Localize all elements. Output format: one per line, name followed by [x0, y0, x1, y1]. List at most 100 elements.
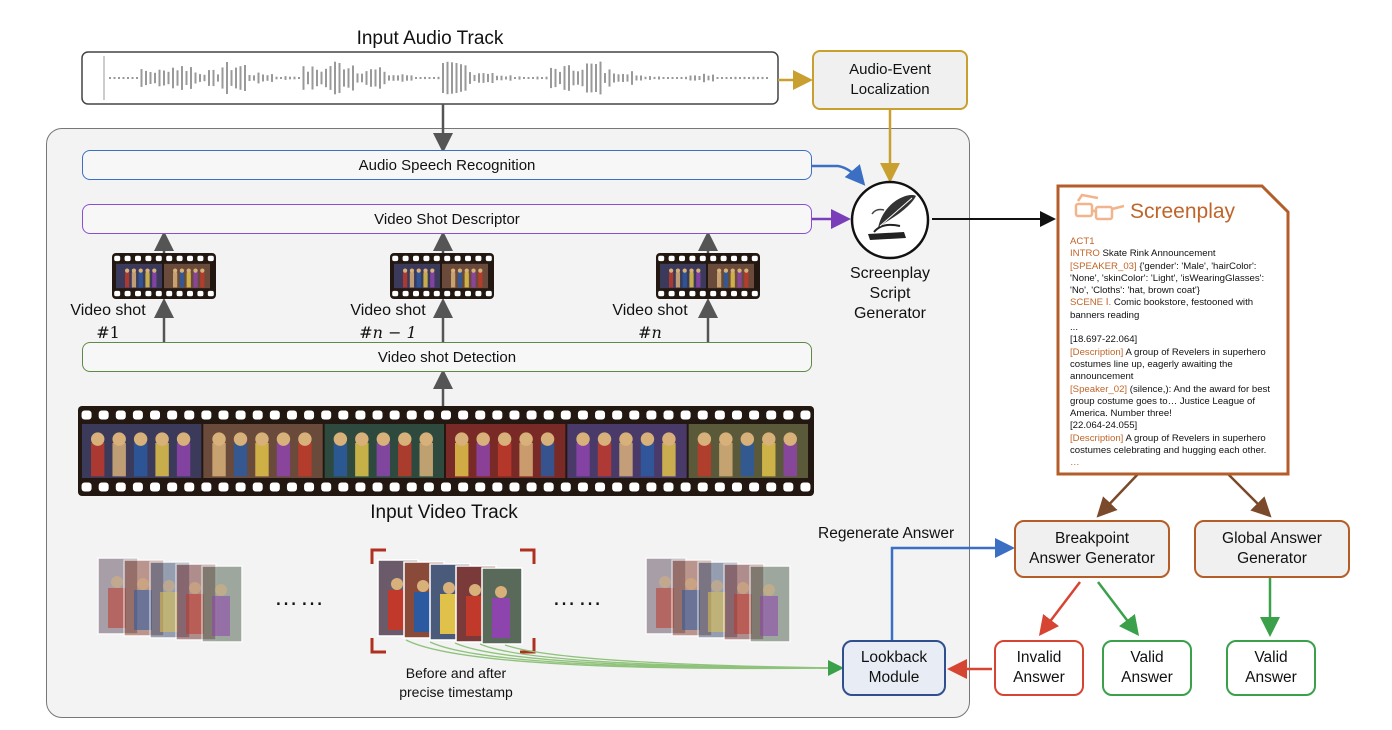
breakpoint-generator-label: Breakpoint Answer Generator: [1029, 530, 1155, 567]
stack-figure: [656, 588, 674, 628]
film-hole: [423, 255, 430, 262]
film-figure: [717, 272, 722, 288]
film-hole: [714, 410, 725, 420]
screenplay-text: ...: [1070, 322, 1078, 334]
film-figure-head: [640, 432, 655, 446]
audio-event-localization-box: Audio-Event Localization: [812, 50, 968, 110]
film-hole: [402, 290, 409, 297]
film-hole: [207, 255, 214, 262]
stack-figure: [186, 594, 204, 634]
film-hole: [252, 410, 263, 420]
film-hole: [252, 482, 263, 492]
stack-figure: [466, 596, 484, 636]
film-hole: [492, 482, 503, 492]
screenplay-line: SCENE Ⅰ. Comic bookstore, festooned with…: [1070, 297, 1280, 322]
arrow-asr-to-generator: [812, 164, 866, 186]
film-hole: [321, 482, 332, 492]
film-figure: [723, 272, 729, 288]
detection-label: Video shot Detection: [377, 348, 517, 366]
film-hole: [465, 290, 471, 297]
film-hole: [492, 410, 503, 420]
film-figure: [200, 272, 205, 288]
film-figure: [155, 442, 169, 477]
film-hole: [454, 290, 461, 297]
stack-figure: [160, 592, 178, 632]
stack-figure-head: [737, 582, 749, 594]
film-figure: [403, 272, 408, 288]
screenplay-tag: [Speaker_02]: [1070, 383, 1128, 395]
film-hole: [406, 482, 417, 492]
screenplay-text: (silence,): And the award for best group…: [1070, 383, 1270, 420]
film-hole: [697, 482, 708, 492]
film-figure: [689, 272, 694, 288]
film-hole: [699, 255, 706, 262]
film-hole: [526, 482, 537, 492]
film-hole: [167, 482, 178, 492]
film-figure: [416, 272, 421, 288]
asr-bar: Audio Speech Recognition: [82, 150, 812, 180]
film-hole: [389, 410, 400, 420]
film-figure-head: [476, 432, 490, 446]
film-hole: [124, 290, 131, 297]
stack-figure-head: [711, 580, 723, 592]
stack-figure: [212, 596, 230, 636]
film-figure: [409, 272, 415, 288]
detection-bar: Video shot Detection: [82, 342, 812, 372]
film-figure-head: [416, 268, 421, 273]
film-hole: [176, 255, 183, 262]
film-hole: [697, 410, 708, 420]
film-hole: [145, 255, 152, 262]
film-hole: [560, 410, 571, 420]
film-hole: [114, 255, 121, 262]
film-figure: [519, 442, 533, 477]
film-hole: [166, 290, 173, 297]
screenplay-line: [SPEAKER_03] {'gender': 'Male', 'hairCol…: [1070, 261, 1280, 298]
film-hole: [731, 410, 742, 420]
stack-figure-head: [189, 582, 201, 594]
film-figure: [138, 272, 143, 288]
screenplay-line: [18.697-22.064]: [1070, 334, 1280, 346]
film-hole: [663, 482, 674, 492]
film-hole: [132, 482, 143, 492]
film-hole: [135, 290, 141, 297]
film-hole: [646, 410, 657, 420]
stack-figure: [440, 594, 458, 634]
film-figure-head: [403, 268, 408, 273]
film-hole: [201, 482, 212, 492]
descriptor-label: Video Shot Descriptor: [374, 210, 520, 228]
film-figure: [576, 442, 590, 477]
film-figure-head: [212, 432, 226, 446]
film-figure: [145, 272, 150, 288]
film-hole: [145, 290, 152, 297]
film-figure: [640, 442, 655, 477]
film-hole: [135, 255, 141, 262]
film-figure-head: [597, 432, 612, 446]
film-figure-head: [430, 268, 435, 273]
stack-figure: [760, 596, 778, 636]
stack-figure-head: [659, 576, 671, 588]
film-hole: [413, 290, 419, 297]
screenplay-title: Screenplay: [1130, 200, 1236, 223]
film-figure-head: [696, 268, 701, 273]
stack-figure: [682, 590, 700, 630]
film-figure: [376, 442, 391, 477]
generator-label: Screenplay Script Generator: [849, 265, 931, 322]
film-hole: [749, 482, 760, 492]
film-hole: [98, 482, 109, 492]
video-track-title: Input Video Track: [370, 502, 518, 523]
film-hole: [197, 290, 204, 297]
film-hole: [155, 290, 162, 297]
film-hole: [720, 290, 727, 297]
film-figure: [298, 442, 312, 477]
film-hole: [458, 482, 469, 492]
film-figure: [464, 272, 469, 288]
film-hole: [720, 255, 727, 262]
film-hole: [441, 410, 451, 420]
film-hole: [166, 255, 173, 262]
screenplay-tag: [SPEAKER_03]: [1070, 260, 1137, 272]
film-figure-head: [717, 268, 722, 273]
film-figure-head: [730, 268, 735, 273]
film-hole: [560, 482, 571, 492]
film-figure-head: [145, 268, 150, 273]
audio-track-frame: [81, 51, 779, 105]
